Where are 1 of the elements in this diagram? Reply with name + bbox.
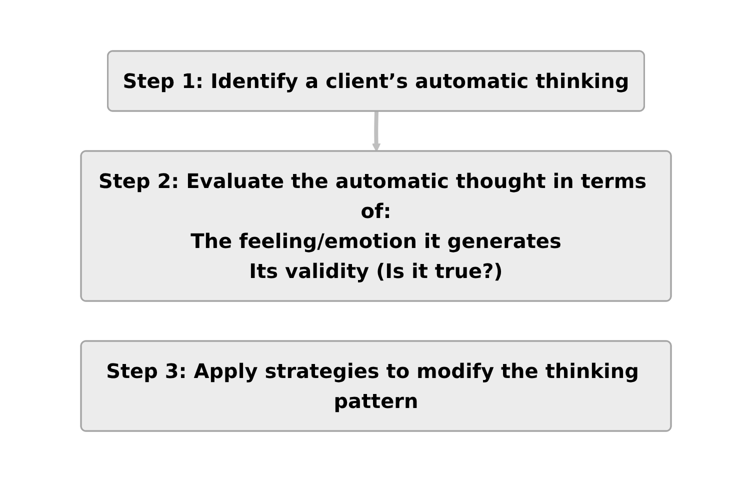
arrow [371, 111, 380, 152]
